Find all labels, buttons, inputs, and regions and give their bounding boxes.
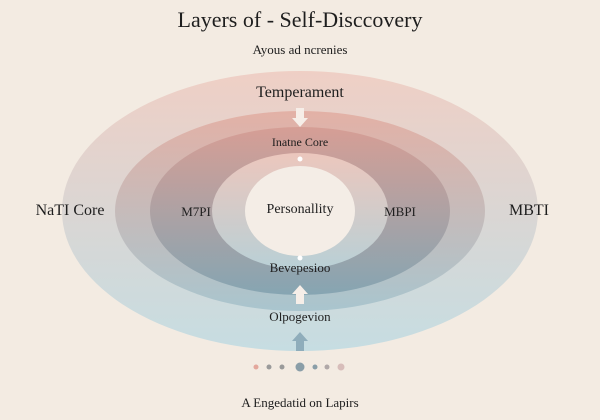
- label-right-inner: MBPI: [384, 204, 416, 219]
- label-personality: Personallity: [266, 202, 334, 217]
- label-innate-core: Inatne Core: [271, 135, 329, 149]
- label-right-outer: MBTI: [509, 202, 549, 219]
- down-arrow-icon: [292, 108, 308, 127]
- label-left-inner: M7PI: [181, 204, 211, 219]
- label-temperament: Temperament: [256, 84, 344, 101]
- dot-icon: [297, 255, 303, 261]
- core-layer: [245, 166, 355, 256]
- diagram-footer: A Engedatid on Lapirs: [241, 395, 359, 410]
- up-arrow-icon: [292, 285, 308, 304]
- label-left-outer: NaTI Core: [35, 202, 105, 219]
- dot-row: [253, 362, 345, 372]
- diagram-title: Layers of - Self-Disccovery: [177, 7, 423, 32]
- diagram-subtitle: Ayous ad ncrenies: [252, 42, 348, 57]
- up-arrow-icon: [292, 332, 308, 351]
- label-behaviour: Bevepesioo: [269, 260, 331, 275]
- label-development: Olpogevion: [269, 309, 331, 324]
- dot-icon: [297, 156, 303, 162]
